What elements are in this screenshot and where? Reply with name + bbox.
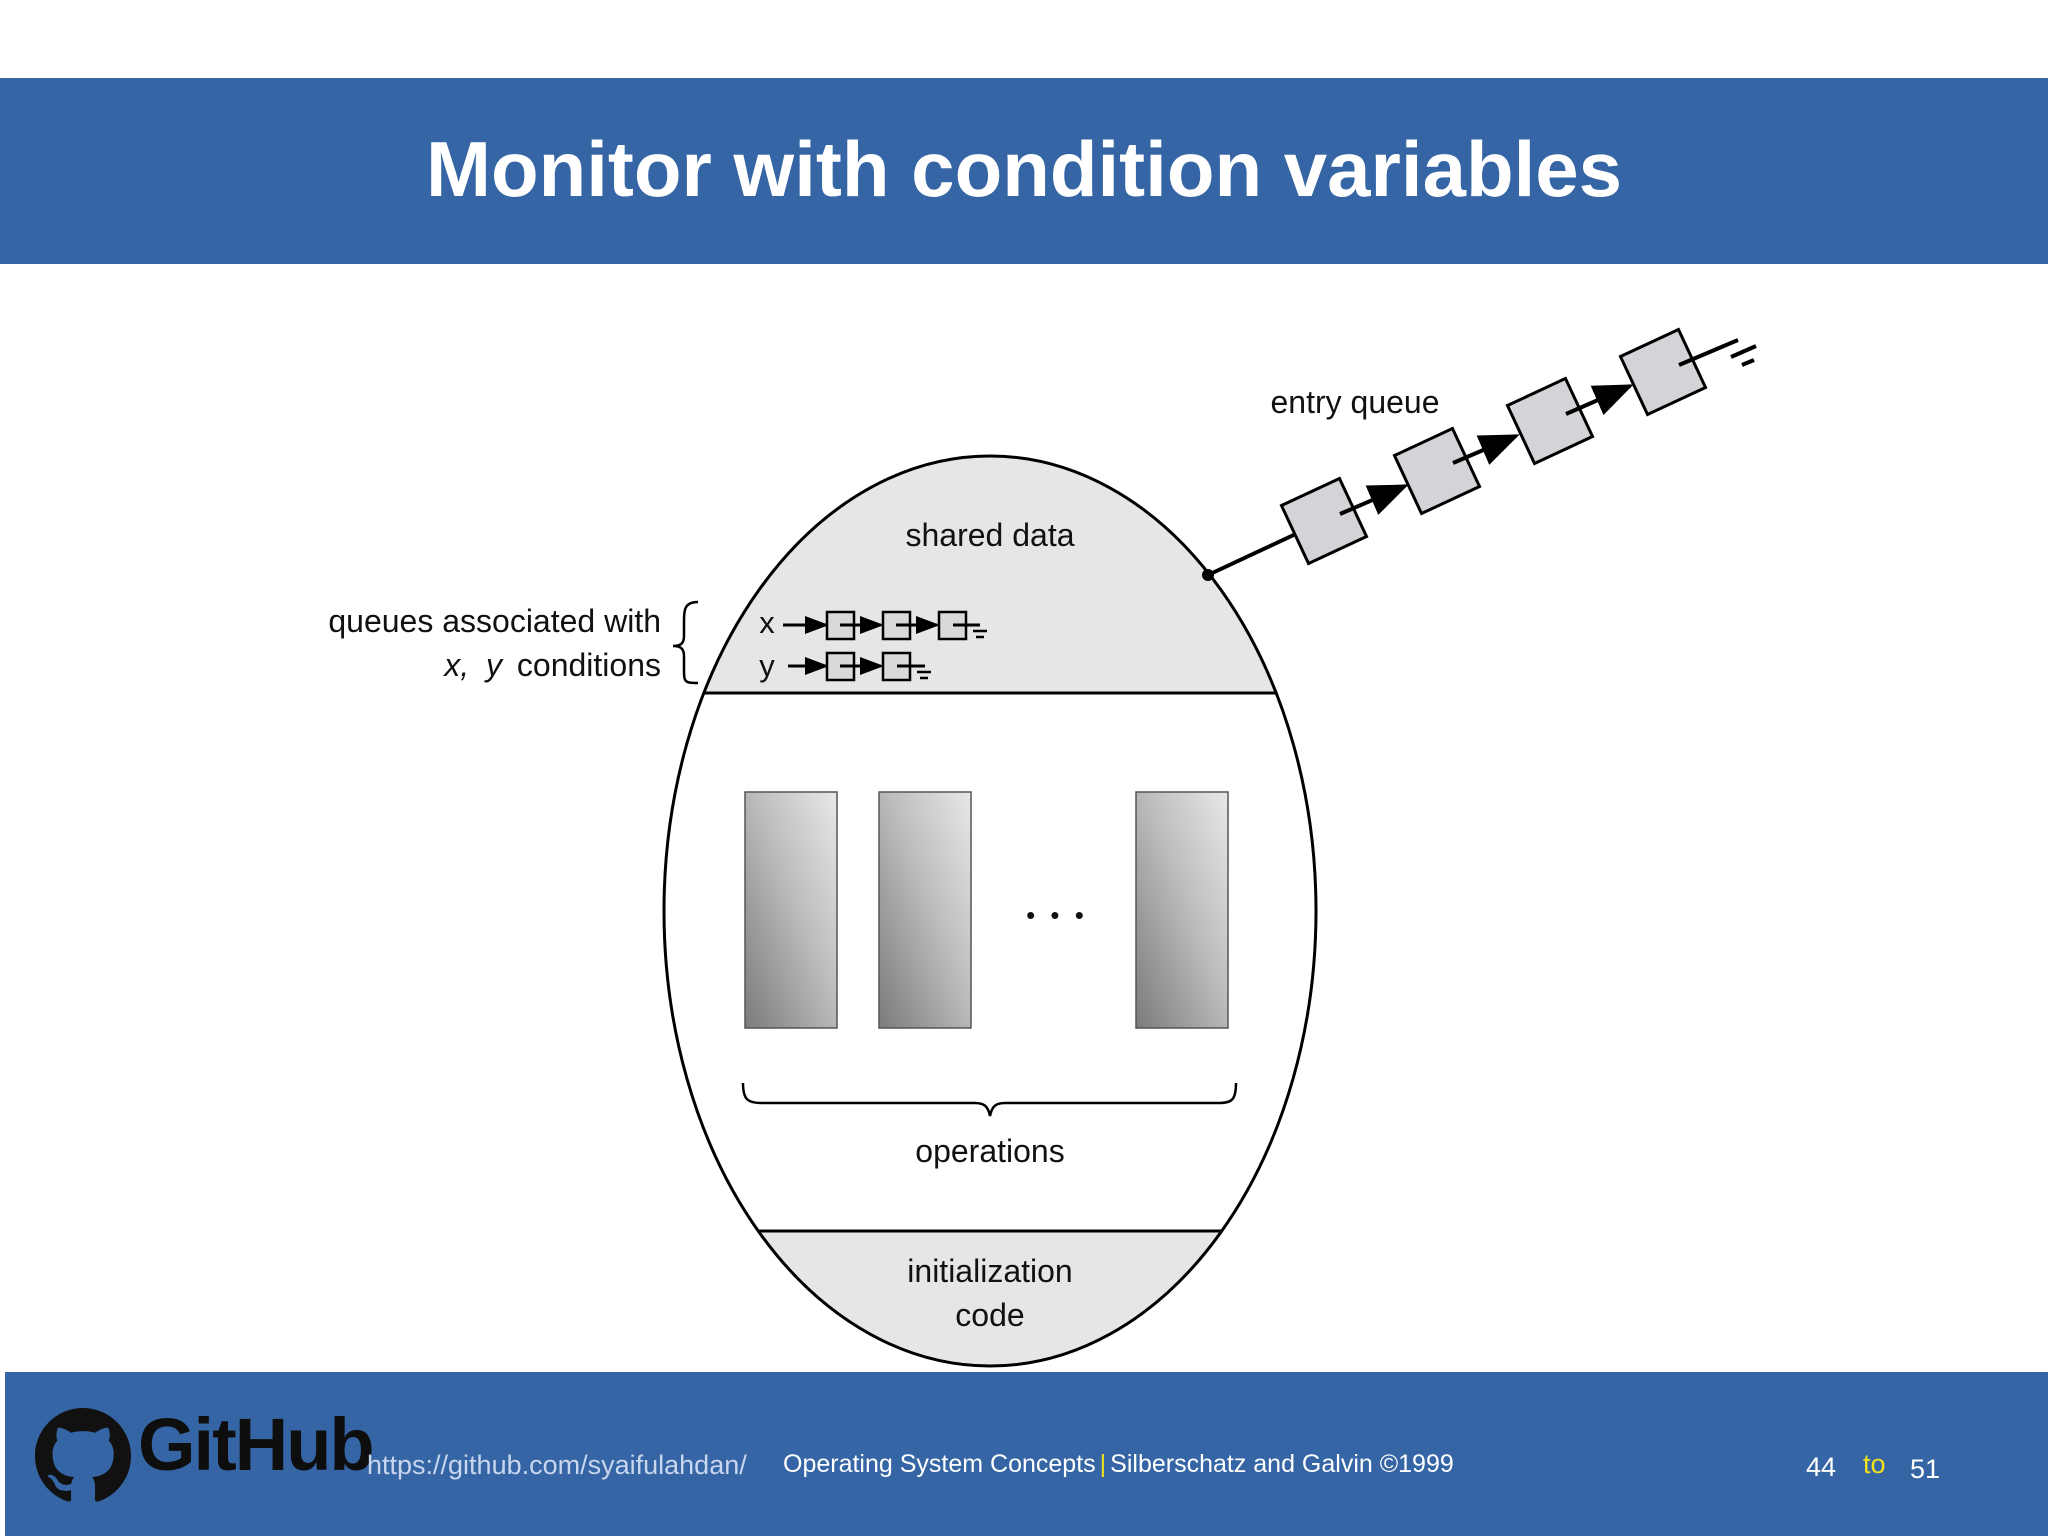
github-octocat-icon	[35, 1408, 131, 1502]
entry-queue	[1202, 327, 1757, 581]
entry-queue-node	[1505, 376, 1595, 466]
footer-authors: Silberschatz and Galvin ©1999	[1110, 1450, 1454, 1478]
queues-label-conditions: conditions	[517, 647, 661, 683]
queues-label-line1: queues associated with	[328, 603, 661, 639]
shared-data-label: shared data	[905, 517, 1074, 553]
operation-box-3	[1135, 791, 1229, 1029]
title-banner: Monitor with condition variables	[0, 78, 2048, 264]
entry-queue-node	[1618, 327, 1708, 417]
footer-bar: GitHub https://github.com/syaifulahdan/ …	[5, 1372, 2048, 1536]
queues-brace	[672, 600, 699, 685]
operation-box-1	[744, 791, 838, 1029]
queues-label-y: y	[484, 647, 504, 683]
entry-queue-node	[1279, 476, 1369, 566]
footer-url-link[interactable]: https://github.com/syaifulahdan/	[367, 1450, 747, 1480]
condition-queue-y: y	[759, 648, 931, 683]
page-current: 44	[1806, 1452, 1837, 1482]
page-to: to	[1863, 1449, 1886, 1479]
operations-label: operations	[915, 1133, 1064, 1169]
operations-ellipsis: • • •	[1026, 900, 1088, 930]
entry-queue-node	[1392, 426, 1482, 516]
init-label-line2: code	[955, 1297, 1024, 1333]
operation-box-2	[878, 791, 972, 1029]
monitor-ellipse	[662, 454, 1318, 1368]
slide-title: Monitor with condition variables	[425, 124, 1623, 213]
footer-book: Operating System Concepts	[783, 1450, 1096, 1478]
condition-y-label: y	[759, 648, 775, 683]
github-wordmark: GitHub	[138, 1403, 375, 1486]
queues-label-line2: x, y conditions	[442, 647, 661, 683]
queues-label-x: x,	[442, 647, 469, 683]
footer-credit: Operating System Concepts|Silberschatz a…	[783, 1450, 1454, 1479]
entry-queue-label: entry queue	[1270, 384, 1439, 420]
condition-x-label: x	[759, 605, 775, 640]
footer-separator: |	[1099, 1450, 1107, 1478]
operations-brace	[741, 1082, 1238, 1117]
page-total: 51	[1910, 1454, 1941, 1484]
condition-queue-x: x	[759, 605, 987, 641]
init-label-line1: initialization	[907, 1253, 1072, 1289]
